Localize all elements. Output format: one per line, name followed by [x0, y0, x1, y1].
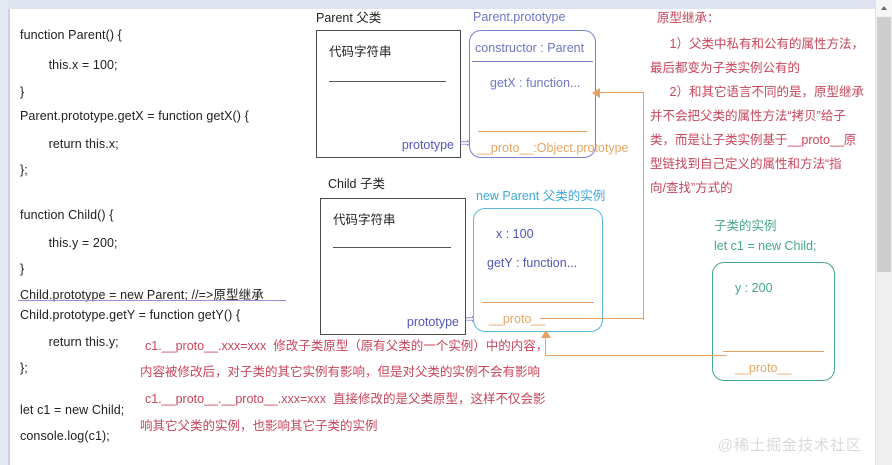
connector-instance-to-prototype-segment-h2: [600, 92, 644, 94]
parent-class-divider: [329, 81, 446, 82]
connector-child-to-instance-segment-h: [545, 355, 727, 357]
parent-class-body-text: 代码字符串: [329, 45, 392, 59]
child-class-body-text: 代码字符串: [333, 213, 396, 227]
parent-instance-row: x : 100: [496, 227, 534, 241]
parent-prototype-row: constructor : Parent: [475, 41, 585, 55]
bottom-note-line: 内容被修改后，对子类的其它实例有影响，但是对父类的实例不会有影响: [140, 365, 541, 379]
code-panel: function Parent() { this.x = 100; } Pare…: [10, 10, 305, 450]
child-class-box: 代码字符串 prototype: [320, 198, 466, 335]
note-line: 型链找到自己定义的属性和方法“指: [650, 157, 842, 171]
parent-instance-proto-row: __proto__: [489, 312, 546, 326]
parent-prototype-proto-row: __proto__:Object.prototype: [477, 141, 629, 155]
page-left-margin-strip: [0, 0, 8, 465]
parent-instance-title: new Parent 父类的实例: [476, 189, 606, 203]
note-line: 2）和其它语言不同的是，原型继承: [657, 85, 864, 99]
child-prototype-link-glyph: ⇨: [465, 311, 476, 326]
child-instance-box: y : 200 __proto__: [712, 262, 835, 381]
code-line: }: [20, 262, 25, 276]
parent-instance-row: getY : function...: [487, 256, 578, 270]
bottom-note-line: 响其它父类的实例，也影响其它子类的实例: [140, 419, 378, 433]
child-instance-title-line1: 子类的实例: [714, 219, 777, 233]
parent-prototype-box: constructor : Parent getX : function... …: [469, 30, 629, 158]
watermark: @稀土掘金技术社区: [717, 437, 862, 454]
parent-instance-box: x : 100 getY : function... __proto__: [473, 208, 603, 332]
code-line: console.log(c1);: [20, 429, 110, 443]
code-line: Parent.prototype.getX = function getX() …: [20, 109, 249, 123]
page-top-strip: [0, 0, 892, 9]
bottom-note-line: c1.__proto__.xxx=xxx 修改子类原型（原有父类的一个实例）中的…: [145, 339, 549, 353]
child-instance-proto-divider: [723, 351, 824, 352]
parent-prototype-row: getX : function...: [490, 76, 581, 90]
parent-instance-proto-divider: [482, 302, 594, 303]
parent-prototype-link-glyph: ⇨: [460, 135, 471, 150]
scroll-up-arrow-icon[interactable]: [875, 0, 892, 16]
child-instance-row: y : 200: [735, 281, 773, 295]
code-line: let c1 = new Child;: [20, 403, 125, 417]
note-line: 并不会把父类的属性方法“拷贝”给子: [650, 109, 846, 123]
parent-prototype-row-divider: [472, 61, 593, 62]
code-line: };: [20, 361, 28, 375]
child-instance-proto-row: __proto__: [735, 361, 792, 375]
parent-class-box: 代码字符串 prototype: [316, 30, 461, 158]
parent-prototype-proto-divider: [478, 131, 587, 132]
connector-instance-to-prototype-segment-h1: [540, 318, 644, 320]
vertical-scrollbar[interactable]: [875, 0, 892, 465]
connector-child-to-instance-segment-v: [545, 338, 547, 356]
connector-child-to-instance-arrowhead: [541, 330, 551, 338]
connector-instance-to-prototype-segment-v: [643, 92, 645, 320]
code-line: };: [20, 163, 28, 177]
note-line: 1）父类中私有和公有的属性方法，: [657, 37, 864, 51]
note-line: 类，而是让子类实例基于__proto__原: [650, 133, 857, 147]
parent-prototype-title: Parent.prototype: [473, 10, 566, 24]
code-line-highlighted: Child.prototype = new Parent; //=>原型继承: [20, 288, 264, 302]
parent-class-prototype-label: prototype: [401, 138, 454, 152]
bottom-note-line: c1.__proto__.__proto__.xxx=xxx 直接修改的是父类原…: [145, 392, 546, 406]
connector-instance-to-prototype-arrowhead: [592, 88, 600, 98]
note-heading: 原型继承：: [657, 11, 720, 25]
code-highlight-underline: [18, 300, 286, 301]
code-line: }: [20, 85, 25, 99]
code-line: Child.prototype.getY = function getY() {: [20, 308, 241, 322]
note-line: 最后都变为子类实例公有的: [650, 61, 801, 75]
code-line: this.y = 200;: [20, 236, 118, 250]
child-class-prototype-label: prototype: [406, 315, 459, 329]
child-class-title: Child 子类: [328, 177, 385, 191]
page-left-divider: [8, 9, 10, 465]
code-line: function Parent() {: [20, 28, 122, 42]
scrollbar-thumb[interactable]: [877, 17, 891, 272]
note-line: 向/查找”方式的: [650, 181, 733, 195]
code-line: return this.y;: [20, 335, 119, 349]
code-line: this.x = 100;: [20, 58, 118, 72]
code-line: return this.x;: [20, 137, 119, 151]
code-line: function Child() {: [20, 208, 114, 222]
child-instance-title-line2: let c1 = new Child;: [714, 239, 817, 253]
child-class-divider: [333, 247, 451, 248]
parent-class-title: Parent 父类: [316, 11, 382, 25]
